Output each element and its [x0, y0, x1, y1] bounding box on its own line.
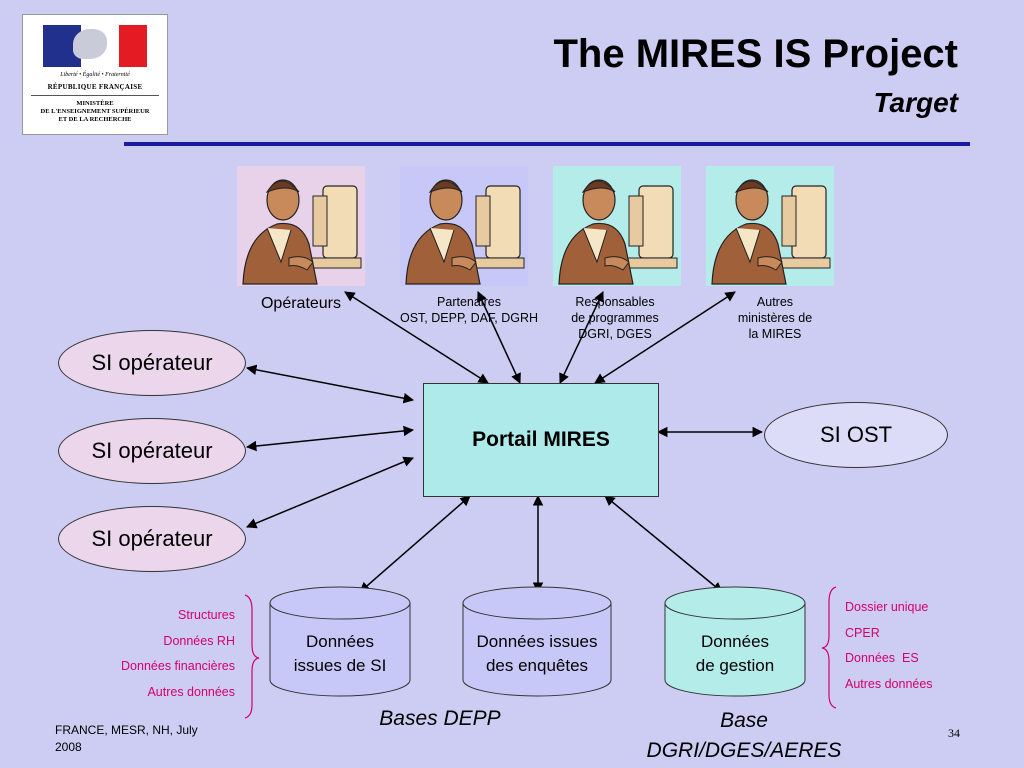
logo-ministry-line3: ET DE LA RECHERCHE	[58, 116, 132, 123]
db-label-enquetes-line2: des enquêtes	[485, 656, 589, 675]
label-bases-depp: Bases DEPP	[379, 707, 501, 730]
left-list-item: Données RH	[163, 634, 235, 648]
left-list-item: Structures	[178, 608, 235, 622]
db-label-gestion-line2: de gestion	[695, 656, 775, 675]
user-figure-partenaires	[400, 166, 528, 286]
db-label-enquetes-line1: Données issues	[476, 632, 598, 651]
db-label-si-line2: issues de SI	[293, 656, 387, 675]
footer-line1: FRANCE, MESR, NH, July	[55, 723, 198, 737]
cylinder-db1	[269, 586, 411, 697]
label-partenaires-line1: Partenaires	[437, 295, 501, 309]
label-base-dgri: Base DGRI/DGES/AERES	[614, 706, 874, 766]
si-ost: SI OST	[764, 402, 948, 468]
logo-motto: Liberté • Égalité • Fraternité	[60, 72, 130, 78]
label-operateurs: Opérateurs	[260, 295, 342, 312]
arrow-portal-db1	[359, 495, 471, 593]
ministry-logo: Liberté • Égalité • Fraternité RÉPUBLIQU…	[22, 14, 168, 135]
portail-mires-box: Portail MIRES	[423, 383, 659, 497]
user-at-computer-icon	[553, 166, 681, 286]
si-operateur-1: SI opérateur	[58, 330, 246, 396]
db-label-si-line1: Données	[305, 632, 375, 651]
footer-text: FRANCE, MESR, NH, July 2008	[55, 722, 245, 756]
label-responsables: Responsables de programmes DGRI, DGES	[545, 294, 685, 342]
left-list-item: Données financières	[121, 659, 235, 673]
logo-ministry: MINISTÈRE DE L'ENSEIGNEMENT SUPÉRIEUR ET…	[23, 100, 167, 124]
arrow-operateurs-portal	[344, 291, 489, 384]
right-list-item: CPER	[845, 626, 880, 640]
db-label-gestion-line1: Données	[700, 632, 770, 651]
user-at-computer-icon	[237, 166, 365, 286]
left-brace	[244, 594, 260, 719]
si-operateur-2: SI opérateur	[58, 418, 246, 484]
db-label-si: Données issues de SI	[270, 630, 410, 678]
label-base-dgri-line1: Base	[720, 709, 768, 732]
page-subtitle: Target	[873, 87, 958, 118]
user-figure-autres	[706, 166, 834, 286]
logo-republique: RÉPUBLIQUE FRANÇAISE	[47, 83, 143, 91]
db-label-gestion: Données de gestion	[665, 630, 805, 678]
page-number: 34	[948, 726, 960, 740]
label-responsables-line2: de programmes	[571, 311, 659, 325]
page-title: The MIRES IS Project	[553, 32, 958, 76]
cylinder-db3	[664, 586, 806, 697]
right-brace	[821, 586, 837, 709]
arrow-autres-portal	[594, 291, 736, 384]
arrow-op3-portal	[246, 456, 414, 529]
right-list-item: Autres données	[845, 677, 933, 691]
arrow-op1-portal	[245, 364, 415, 404]
label-responsables-line3: DGRI, DGES	[578, 327, 652, 341]
label-autres-line2: ministères de	[737, 311, 813, 325]
user-at-computer-icon	[706, 166, 834, 286]
cylinder-db2	[462, 586, 612, 697]
label-responsables-line1: Responsables	[575, 295, 655, 309]
right-list-item: Dossier unique	[845, 600, 929, 614]
label-autres-line3: la MIRES	[748, 327, 802, 341]
marianne-icon	[73, 29, 107, 59]
si-operateur-3: SI opérateur	[58, 506, 246, 572]
label-autres: Autres ministères de la MIRES	[705, 294, 845, 342]
left-list-item: Autres données	[147, 685, 235, 699]
user-figure-operateurs	[237, 166, 365, 286]
db-label-enquetes: Données issues des enquêtes	[463, 630, 611, 678]
title-rule	[124, 142, 970, 146]
label-autres-line1: Autres	[756, 295, 794, 309]
user-at-computer-icon	[400, 166, 528, 286]
logo-ministry-line1: MINISTÈRE	[76, 100, 114, 107]
flag-red-band	[119, 25, 147, 67]
footer-line2: 2008	[55, 740, 82, 754]
label-base-dgri-line2: DGRI/DGES/AERES	[646, 739, 842, 762]
arrow-partenaires-portal	[477, 291, 521, 384]
logo-divider	[31, 95, 159, 96]
logo-ministry-line2: DE L'ENSEIGNEMENT SUPÉRIEUR	[40, 108, 150, 115]
user-figure-responsables	[553, 166, 681, 286]
right-list-item: Données ES	[845, 651, 919, 665]
label-partenaires: Partenaires OST, DEPP, DAF, DGRH	[384, 294, 554, 326]
label-partenaires-line2: OST, DEPP, DAF, DGRH	[400, 311, 538, 325]
arrow-portal-db3	[604, 495, 723, 593]
arrow-op2-portal	[245, 425, 415, 452]
